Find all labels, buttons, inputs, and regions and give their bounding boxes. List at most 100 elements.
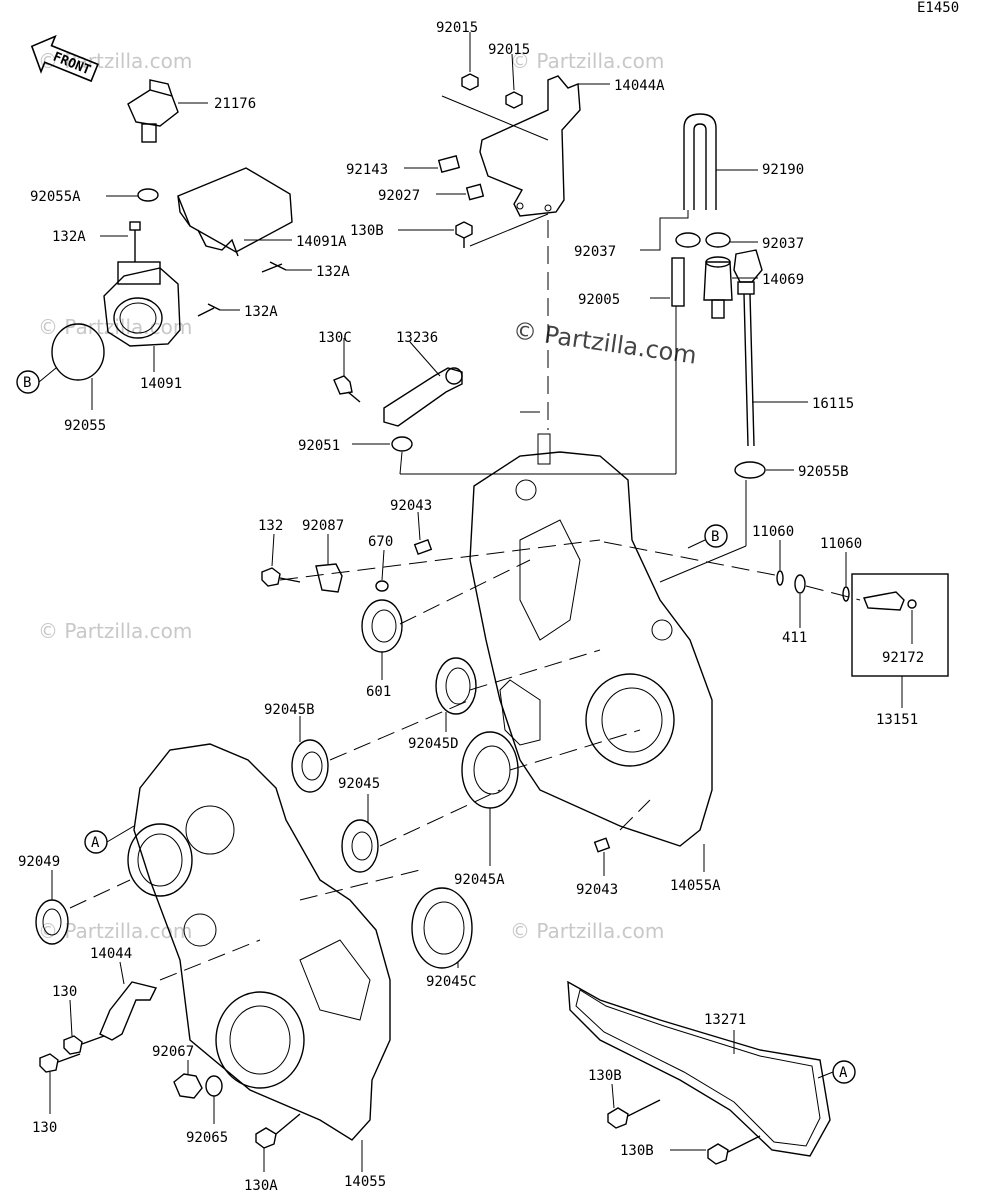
label-92043-1: 92043 <box>390 498 432 514</box>
label-601: 601 <box>366 684 391 700</box>
bearing-92045C-icon <box>411 887 473 969</box>
label-92015-1: 92015 <box>436 20 478 36</box>
washer-411-icon <box>794 574 806 628</box>
watermark-4: © Partzilla.com <box>38 619 192 643</box>
label-92045A: 92045A <box>454 872 505 888</box>
label-11060-2: 11060 <box>820 536 862 552</box>
kit-13151-box <box>851 573 949 677</box>
label-92143: 92143 <box>346 162 388 178</box>
bolt-130A-icon <box>255 1113 301 1172</box>
label-16115: 16115 <box>812 396 854 412</box>
callout-b-right: B <box>687 524 728 549</box>
label-130B-1: 130B <box>588 1068 622 1084</box>
svg-text:A: A <box>91 835 100 851</box>
bolt-130-1-icon <box>63 999 105 1055</box>
svg-text:B: B <box>711 529 719 545</box>
label-132: 132 <box>258 518 283 534</box>
bolt-130B-top-icon <box>398 221 473 248</box>
cover-14091A-icon <box>177 167 293 257</box>
callout-a-right: A <box>817 1060 856 1084</box>
oring-92055A-icon <box>137 188 159 202</box>
watermark-1: © Partzilla.com <box>38 49 192 73</box>
diagram-id: E1450 <box>917 0 959 16</box>
lever-13236-icon <box>383 341 463 427</box>
svg-text:A: A <box>839 1065 848 1081</box>
dowel-92043-2-icon <box>593 837 611 876</box>
label-130-2: 130 <box>32 1120 57 1136</box>
label-92027: 92027 <box>378 188 420 204</box>
clamp-92037-1-icon <box>640 210 701 251</box>
oring-92055B-icon <box>734 461 794 479</box>
bearing-92045B-icon <box>291 716 329 793</box>
fitting-92005-icon <box>650 257 685 474</box>
collar-92027-icon <box>436 183 485 201</box>
label-92037-1: 92037 <box>574 244 616 260</box>
hose-92190-icon <box>683 113 758 210</box>
label-92190: 92190 <box>762 162 804 178</box>
seal-92051-icon <box>352 436 413 452</box>
circlip-11060-1-icon <box>776 540 784 586</box>
label-13151: 13151 <box>876 712 918 728</box>
label-14055: 14055 <box>344 1174 386 1190</box>
label-21176: 21176 <box>214 96 256 112</box>
label-132A-1: 132A <box>52 229 86 245</box>
watermark-3: © Partzilla.com <box>38 315 192 339</box>
label-14044: 14044 <box>90 946 132 962</box>
label-92045C: 92045C <box>426 974 477 990</box>
label-11060-1: 11060 <box>752 524 794 540</box>
watermark-5: © Partzilla.com <box>510 919 664 943</box>
label-92045: 92045 <box>338 776 380 792</box>
label-92055: 92055 <box>64 418 106 434</box>
gasket-13271-icon <box>567 980 831 1157</box>
label-130B-2: 130B <box>620 1143 654 1159</box>
label-130-1: 130 <box>52 984 77 1000</box>
plug-92067-icon <box>173 1060 203 1099</box>
bolt-130B-1-icon <box>607 1083 661 1129</box>
clamp-92037-2-icon <box>705 232 758 248</box>
bracket-14044A-icon <box>441 75 610 247</box>
label-92045B: 92045B <box>264 702 315 718</box>
callout-a-left: A <box>84 825 135 854</box>
label-92043-2: 92043 <box>576 882 618 898</box>
label-14091A: 14091A <box>296 234 347 250</box>
label-670: 670 <box>368 534 393 550</box>
bolt-132-icon <box>261 533 301 587</box>
sensor-92087-icon <box>315 534 343 593</box>
sensor-21176-icon <box>127 79 208 143</box>
case-cover-14055A-icon <box>469 433 713 872</box>
label-13271: 13271 <box>704 1012 746 1028</box>
label-130A: 130A <box>244 1178 278 1194</box>
label-92087: 92087 <box>302 518 344 534</box>
gasket-92055-icon <box>51 323 105 410</box>
part-labels: 92015 92015 14044A 21176 92143 92190 920… <box>18 20 924 1194</box>
label-92045D: 92045D <box>408 736 459 752</box>
bolt-130B-2-icon <box>670 1135 761 1165</box>
collar-92143-icon <box>404 155 461 173</box>
label-14069: 14069 <box>762 272 804 288</box>
label-130C: 130C <box>318 330 352 346</box>
label-92055A: 92055A <box>30 189 81 205</box>
label-132A-2: 132A <box>316 264 350 280</box>
label-14091: 14091 <box>140 376 182 392</box>
label-92037-2: 92037 <box>762 236 804 252</box>
bearing-92045-icon <box>341 794 379 873</box>
bolt-130C-icon <box>333 338 361 403</box>
seal-92049-icon <box>35 870 69 945</box>
nut-92015-2-icon <box>505 91 523 109</box>
label-92067: 92067 <box>152 1044 194 1060</box>
bolt-132A-1-icon <box>100 221 141 262</box>
label-92051: 92051 <box>298 438 340 454</box>
crankcase-14055-icon <box>127 743 391 1172</box>
dipstick-16115-icon <box>733 249 808 447</box>
label-92049: 92049 <box>18 854 60 870</box>
washer-92065-icon <box>205 1075 223 1124</box>
circlip-11060-2-icon <box>842 552 850 602</box>
label-92172: 92172 <box>882 650 924 666</box>
label-13236: 13236 <box>396 330 438 346</box>
watermark-center: © Partzilla.com <box>511 316 698 370</box>
label-411: 411 <box>782 630 807 646</box>
housing-14091-icon <box>103 261 181 372</box>
oring-670-icon <box>375 549 389 592</box>
label-92065: 92065 <box>186 1130 228 1146</box>
